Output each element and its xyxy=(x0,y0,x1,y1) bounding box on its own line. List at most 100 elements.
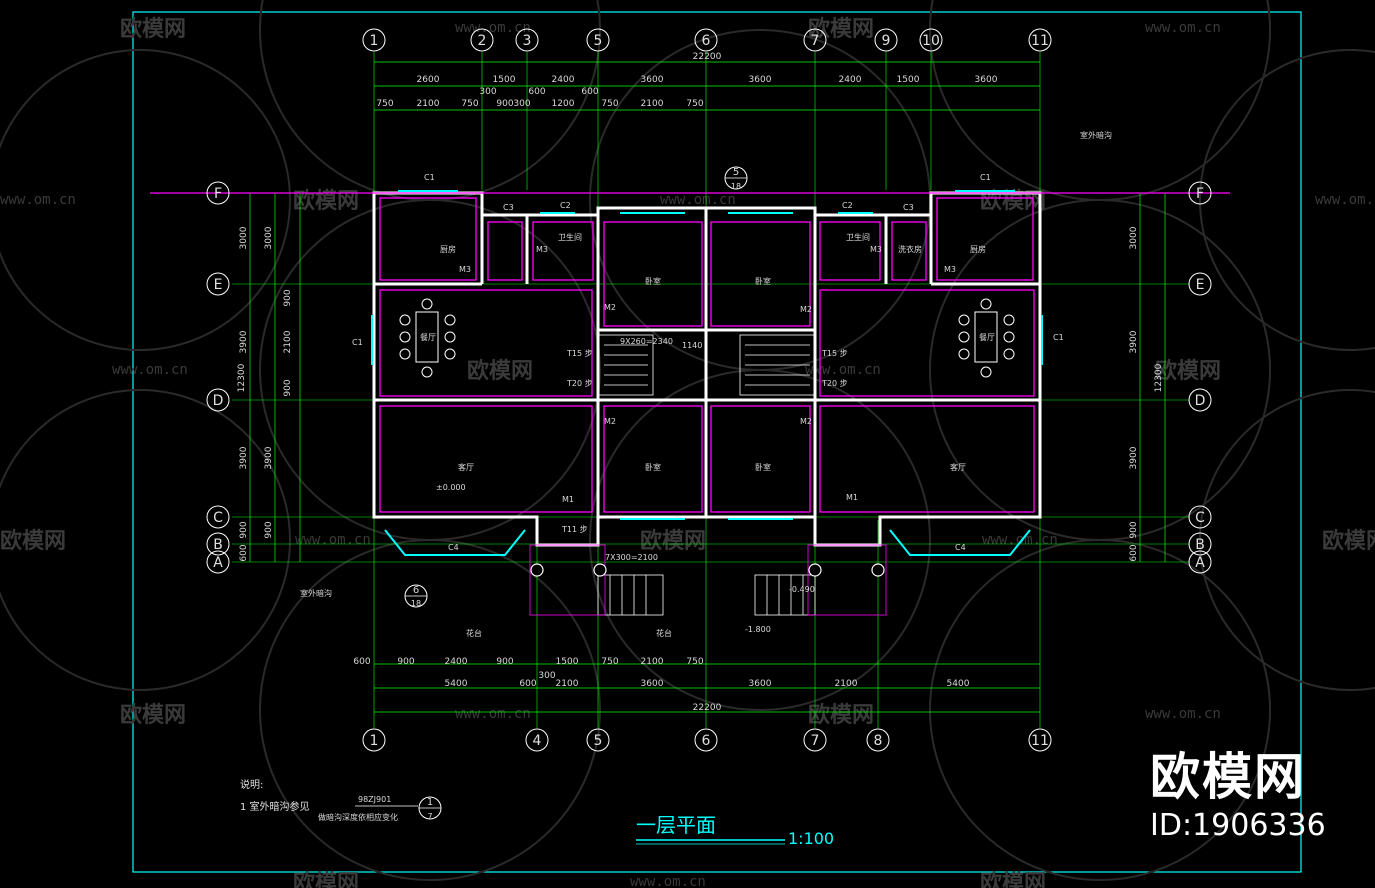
axis-label-bottom: 8 xyxy=(874,733,883,749)
axis-label-bottom: 1 xyxy=(370,733,379,749)
room-label-laundry: 洗衣房 xyxy=(898,244,922,254)
door-tag: M3 xyxy=(459,265,471,274)
dimension-lines xyxy=(249,61,1166,713)
watermark-url: www.om.cn xyxy=(660,192,736,208)
dim-text: 3000 xyxy=(1129,226,1139,249)
dim-text: 2400 xyxy=(839,75,862,85)
axis-label-top: 2 xyxy=(478,33,487,49)
dim-text: 2100 xyxy=(283,330,293,353)
drawing-scale: 1:100 xyxy=(788,829,834,848)
flower-bed-label: 花台 xyxy=(466,628,482,638)
dim-overall-bottom: 22200 xyxy=(693,703,722,713)
room-label-dining: 餐厅 xyxy=(420,333,436,342)
elevation-mark: ±0.000 xyxy=(436,483,466,492)
stair-steps-label: T20 步 xyxy=(566,379,593,388)
door-tag: M2 xyxy=(604,303,616,312)
window-tag: C2 xyxy=(842,201,853,210)
room-label-living: 客厅 xyxy=(458,462,474,472)
axis-label-top: 9 xyxy=(882,33,891,49)
brand-logo-text: 欧模网 xyxy=(1150,748,1306,806)
door-tag: M2 xyxy=(604,417,616,426)
room-label-bedroom: 卧室 xyxy=(755,462,771,472)
watermark-url: www.om.cn xyxy=(112,362,188,378)
dim-text: 3600 xyxy=(641,75,664,85)
dim-overall-right: 12300 xyxy=(1154,363,1164,392)
axis-label-top: 11 xyxy=(1031,33,1049,49)
room-label-bedroom: 卧室 xyxy=(645,276,661,286)
dim-text: 2600 xyxy=(417,75,440,85)
room-labels: 厨房 厨房 餐厅 餐厅 客厅 客厅 卧室 卧室 卧室 卧室 卫生间 卫生间 洗衣… xyxy=(300,130,1112,638)
dim-text: 900 xyxy=(496,657,513,667)
detail-ref-sheet: 18 xyxy=(731,182,741,191)
dim-text: 1500 xyxy=(556,657,579,667)
axis-label-left: D xyxy=(213,393,224,409)
axis-label-bottom: 5 xyxy=(594,733,603,749)
axis-label-right: A xyxy=(1195,555,1205,571)
dim-text: 3900 xyxy=(264,446,274,469)
dim-text: 600 xyxy=(528,87,545,97)
dim-text: 5400 xyxy=(947,679,970,689)
dim-text: 3000 xyxy=(264,226,274,249)
window-tag: C1 xyxy=(980,173,991,182)
dim-text: 900 xyxy=(264,521,274,538)
note-detail-sheet: 7 xyxy=(427,812,432,821)
axis-label-top: 1 xyxy=(370,33,379,49)
watermark-brand: 欧模网 xyxy=(120,16,186,42)
window-tag: C4 xyxy=(448,543,459,552)
axis-label-left: C xyxy=(213,510,223,526)
room-label-bathroom: 卫生间 xyxy=(846,232,870,242)
watermark-brand: 欧模网 xyxy=(1155,358,1221,384)
axis-label-right: E xyxy=(1196,277,1205,293)
dim-text: 3900 xyxy=(1129,330,1139,353)
door-tag: M2 xyxy=(800,417,812,426)
watermark-badge: 欧模网 ID:1906336 xyxy=(1150,748,1350,844)
model-id: ID:1906336 xyxy=(1150,808,1326,843)
dim-text: 300 xyxy=(538,671,555,681)
notes-ref: 98ZJ901 xyxy=(358,795,391,804)
dim-text: 900 xyxy=(496,99,513,109)
watermark-brand: 欧模网 xyxy=(120,702,186,728)
window-tag: C1 xyxy=(352,338,363,347)
stair-steps-label: T20 步 xyxy=(821,379,848,388)
stair-steps-label: T11 步 xyxy=(561,525,588,534)
elevation-mark: -0.490 xyxy=(789,585,815,594)
watermark-brand: 欧模网 xyxy=(808,702,874,728)
room-outlines xyxy=(150,192,1230,513)
axis-labels: 1 2 3 5 6 7 9 10 11 1 4 5 6 7 8 11 F E D… xyxy=(213,33,1206,749)
dimension-texts: 22200 2600 1500 2400 3600 3600 2400 1500… xyxy=(237,52,1164,713)
axis-grid xyxy=(232,52,1190,728)
detail-refs: 5 18 6 18 1 7 xyxy=(411,167,741,821)
drawing-title: 一层平面 xyxy=(636,813,716,837)
watermark-url: www.om.cn xyxy=(0,192,76,208)
door-tag: M3 xyxy=(944,265,956,274)
axis-label-bottom: 4 xyxy=(533,733,542,749)
window-tag: C3 xyxy=(903,203,914,212)
dim-text: 3600 xyxy=(975,75,998,85)
watermark-url: www.om.cn xyxy=(1315,192,1375,208)
note-detail-number: 1 xyxy=(427,797,433,808)
watermark-brand: 欧模网 xyxy=(0,528,66,554)
watermark-brand: 欧模网 xyxy=(467,358,533,384)
axis-label-bottom: 11 xyxy=(1031,733,1049,749)
windows xyxy=(371,190,1043,556)
outdoor-drain-label: 室外暗沟 xyxy=(1080,130,1112,140)
columns xyxy=(530,563,885,577)
room-label-bedroom: 卧室 xyxy=(755,276,771,286)
title-block: 一层平面 1:100 xyxy=(636,813,834,848)
dim-text: 3900 xyxy=(239,330,249,353)
detail-ref-number: 5 xyxy=(733,167,739,178)
watermark-brand: 欧模网 xyxy=(1322,528,1375,554)
dim-text: 750 xyxy=(601,99,618,109)
watermark-layer: 欧模网 欧模网 www.om.cn www.om.cn www.om.cn 欧模… xyxy=(0,16,1375,888)
dim-text: 1200 xyxy=(552,99,575,109)
axis-label-top: 6 xyxy=(702,33,711,49)
dim-text: 1500 xyxy=(897,75,920,85)
dim-text: 900 xyxy=(1129,521,1139,538)
dim-text: 750 xyxy=(601,657,618,667)
dim-text: 3600 xyxy=(641,679,664,689)
axis-label-right: D xyxy=(1195,393,1206,409)
axis-label-top: 5 xyxy=(594,33,603,49)
dim-text: 2100 xyxy=(556,679,579,689)
room-label-kitchen: 厨房 xyxy=(440,244,456,254)
